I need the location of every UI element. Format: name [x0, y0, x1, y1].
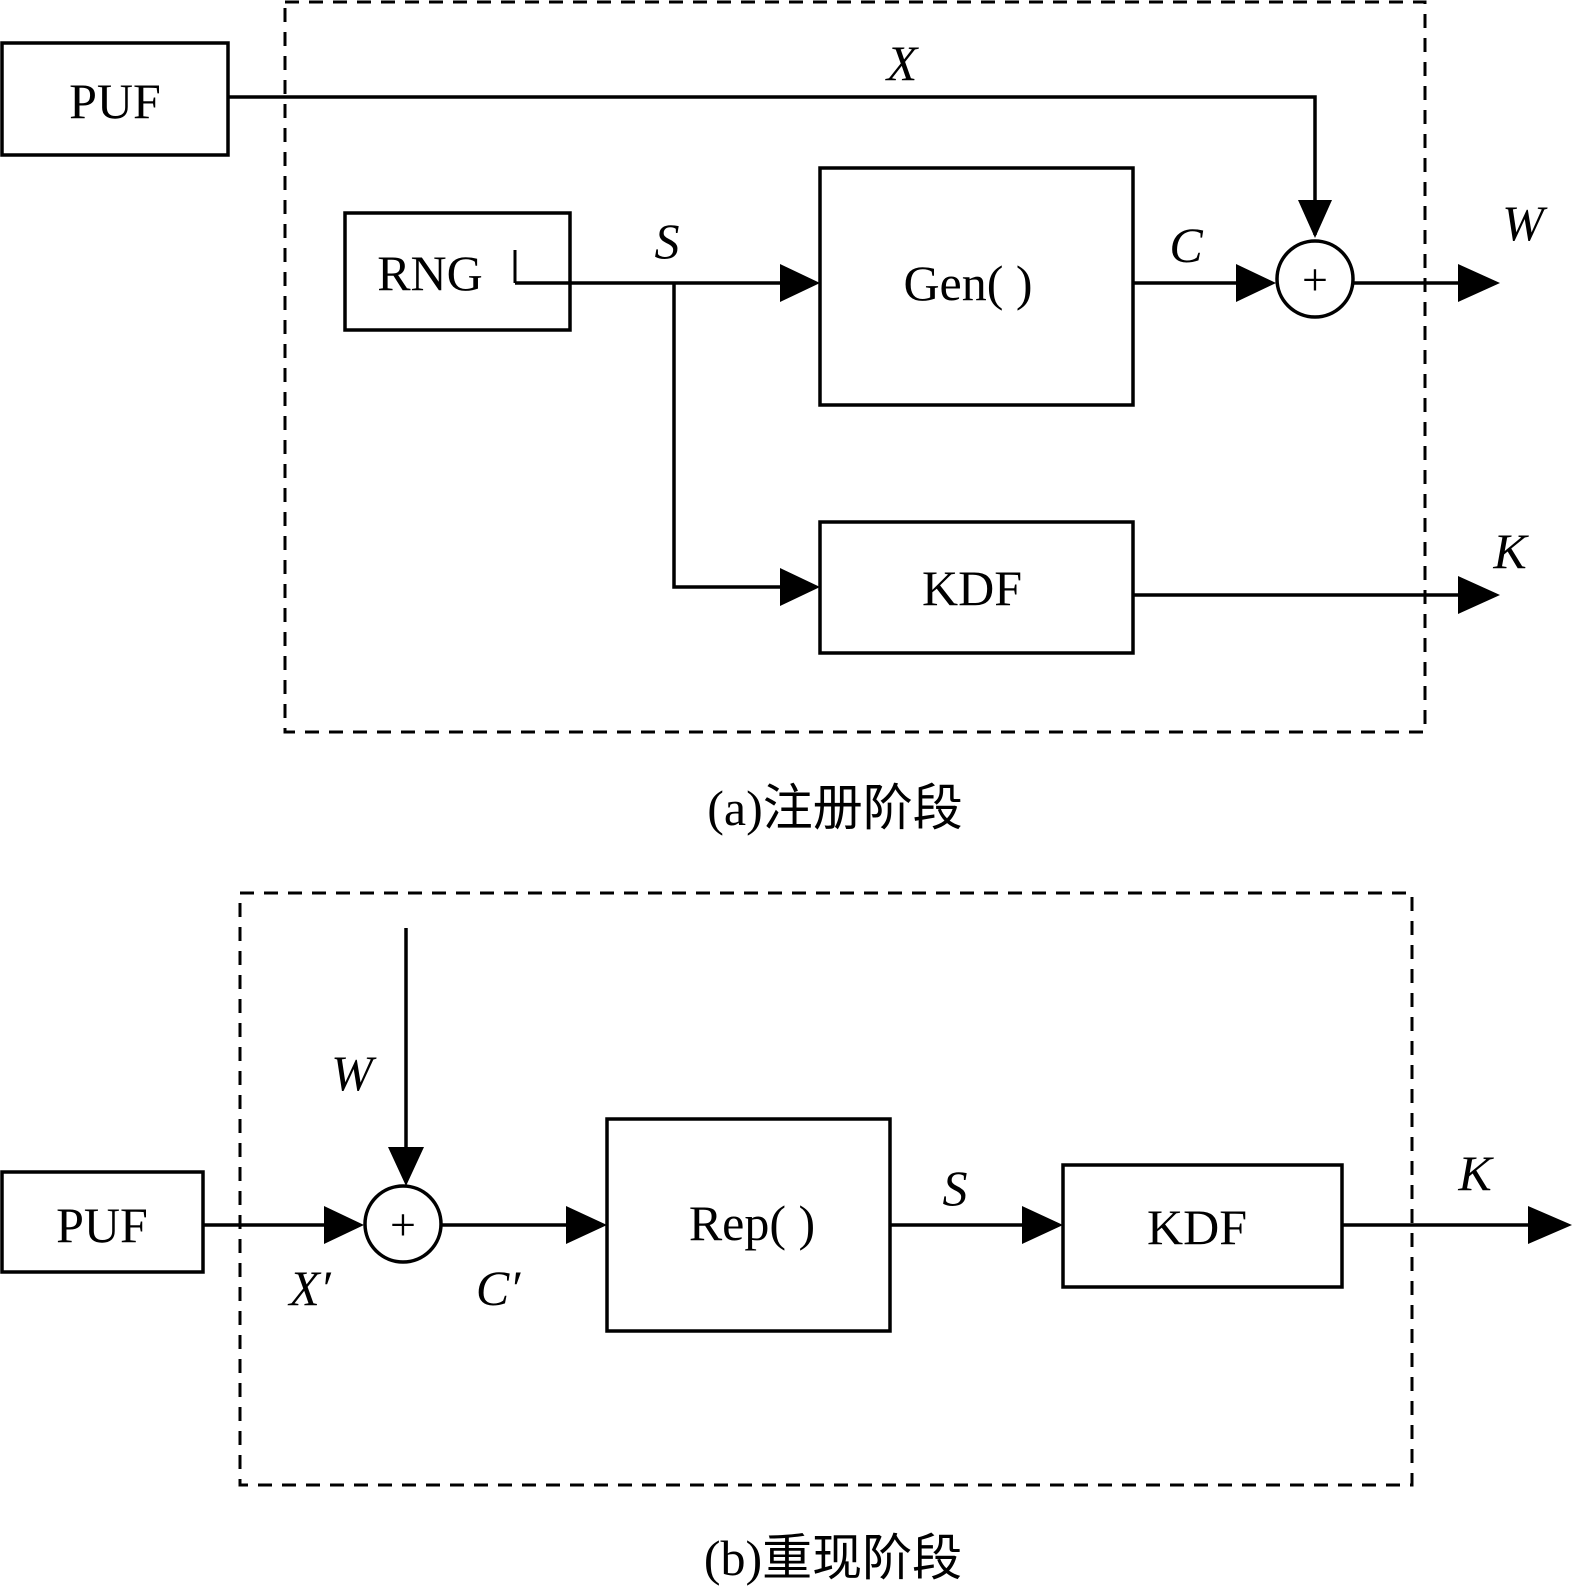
enrollment-k-arrowhead [1458, 576, 1500, 614]
enrollment-w-arrowhead [1458, 264, 1500, 302]
enrollment-x-label: X [885, 35, 920, 91]
enrollment-x-arrowhead [1298, 200, 1332, 238]
reproduction-w-arrowhead [388, 1147, 424, 1186]
enrollment-w-label: W [1502, 195, 1548, 251]
reproduction-k-arrowhead [1528, 1206, 1572, 1244]
enrollment-s-branch-line [672, 283, 780, 589]
reproduction-kdf-label: KDF [1147, 1199, 1247, 1255]
enrollment-s-label: S [655, 213, 680, 269]
enrollment-gen-box [818, 166, 1135, 407]
reproduction-rep-label: Rep( ) [689, 1195, 815, 1251]
enrollment-diagram: PUF X RNG S Gen( ) C + W KDF [0, 0, 1548, 836]
enrollment-puf-box [0, 41, 230, 157]
enrollment-kdf-label: KDF [922, 560, 1022, 616]
enrollment-puf-label: PUF [69, 73, 161, 129]
enrollment-xor-circle [1275, 239, 1355, 319]
enrollment-kdf-box [818, 520, 1135, 655]
reproduction-k-label: K [1457, 1145, 1494, 1201]
reproduction-x-prime-label: X′ [287, 1260, 332, 1316]
enrollment-c-arrowhead [1236, 264, 1276, 302]
reproduction-diagram: PUF X′ W + C′ Rep( ) S KDF K (b)重现阶段 [0, 891, 1572, 1586]
reproduction-c-prime-label: C′ [476, 1260, 521, 1316]
reproduction-xor-symbol: + [390, 1199, 416, 1250]
enrollment-s-branch-arrowhead [780, 568, 820, 606]
enrollment-k-label: K [1492, 523, 1529, 579]
enrollment-rng-box [343, 211, 572, 332]
reproduction-dashed-boundary [238, 891, 1414, 1487]
enrollment-c-label: C [1169, 217, 1203, 273]
reproduction-s-label: S [943, 1160, 968, 1216]
reproduction-puf-box [0, 1170, 205, 1274]
reproduction-s-arrowhead [1022, 1206, 1063, 1244]
reproduction-caption: (b)重现阶段 [704, 1530, 962, 1586]
enrollment-s-arrowhead [780, 264, 820, 302]
reproduction-w-label: W [331, 1045, 377, 1101]
reproduction-c-prime-arrowhead [566, 1206, 607, 1244]
enrollment-dashed-boundary [283, 0, 1427, 734]
enrollment-xor-symbol: + [1302, 254, 1328, 305]
enrollment-x-line [228, 95, 1317, 235]
enrollment-gen-label: Gen( ) [903, 255, 1032, 311]
enrollment-caption: (a)注册阶段 [707, 780, 963, 836]
reproduction-puf-label: PUF [56, 1197, 148, 1253]
enrollment-rng-label: RNG [377, 245, 483, 301]
reproduction-x-prime-arrowhead [324, 1206, 364, 1244]
